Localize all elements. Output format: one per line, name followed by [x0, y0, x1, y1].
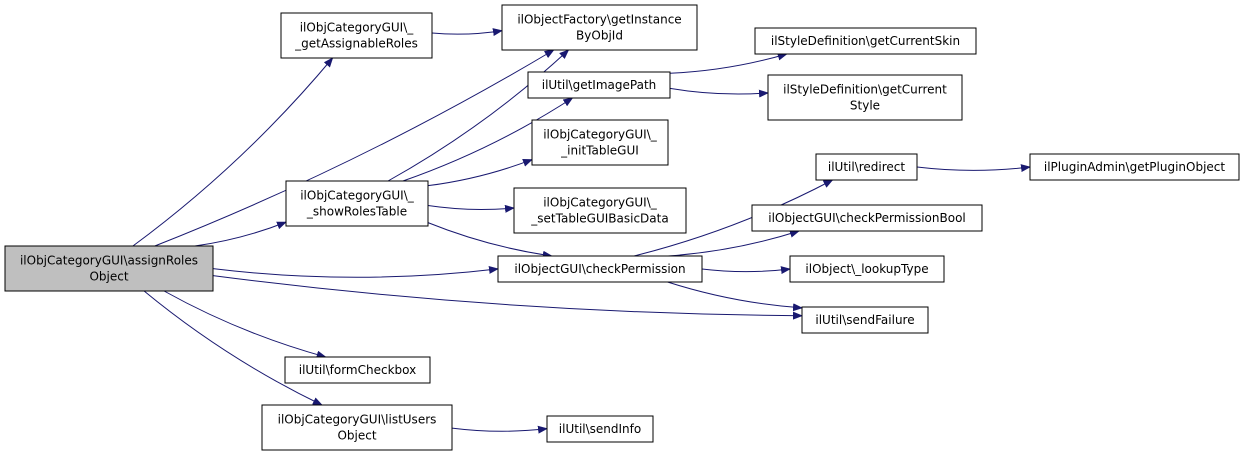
node-box-showRolesTable [285, 180, 429, 227]
node-getImagePath[interactable]: ilUtil\getImagePath [527, 71, 671, 99]
node-label-showRolesTable-line-1: _showRolesTable [306, 205, 407, 219]
node-label-getAssignableRoles-line-1: _getAssignableRoles [294, 37, 418, 51]
edge-checkPermission-to-lookupType [701, 266, 791, 275]
edge-assignRoles-to-listUsersObject [143, 290, 323, 406]
node-sendInfo[interactable]: ilUtil\sendInfo [546, 415, 654, 443]
node-initTableGUI[interactable]: ilObjCategoryGUI\_ _initTableGUI [531, 119, 669, 166]
node-getPluginObject[interactable]: ilPluginAdmin\getPluginObject [1029, 153, 1240, 181]
edge-assignRoles-to-sendFailure [212, 275, 803, 320]
nodes-layer: ilObjCategoryGUI\assignRolesObjectilObjC… [4, 4, 1240, 451]
node-box-formCheckbox [284, 356, 431, 384]
edge-showRolesTable-to-initTableGUI [427, 159, 533, 187]
node-checkPermissionBool[interactable]: ilObjectGUI\checkPermissionBool [751, 204, 983, 232]
node-sendFailure[interactable]: ilUtil\sendFailure [801, 306, 929, 334]
node-label-formCheckbox-line-0: ilUtil\formCheckbox [299, 363, 416, 377]
node-label-checkPermission-line-0: ilObjectGUI\checkPermission [514, 262, 685, 276]
node-label-sendInfo-line-0: ilUtil\sendInfo [559, 422, 641, 436]
node-label-getAssignableRoles-line-0: ilObjCategoryGUI\_ [300, 21, 415, 35]
node-label-initTableGUI-line-1: _initTableGUI [560, 144, 639, 158]
node-formCheckbox[interactable]: ilUtil\formCheckbox [284, 356, 431, 384]
node-label-getCurrentSkin-line-0: ilStyleDefinition\getCurrentSkin [771, 34, 960, 48]
node-label-redirect-line-0: ilUtil\redirect [828, 160, 906, 174]
node-showRolesTable[interactable]: ilObjCategoryGUI\_ _showRolesTable [285, 180, 429, 227]
node-label-initTableGUI-line-0: ilObjCategoryGUI\_ [543, 128, 658, 142]
edge-getImagePath-to-getCurrentSkin [669, 52, 788, 74]
node-lookupType[interactable]: ilObject\_lookupType [789, 255, 945, 283]
node-box-setTableGUIBasicData [513, 187, 687, 234]
node-label-sendFailure-line-0: ilUtil\sendFailure [815, 313, 914, 327]
edge-checkPermission-to-redirect [633, 179, 834, 257]
node-box-getCurrentStyle [767, 74, 963, 121]
node-box-getPluginObject [1029, 153, 1240, 181]
node-label-getPluginObject-line-0: ilPluginAdmin\getPluginObject [1044, 160, 1226, 174]
node-box-getInstanceByObjId [501, 4, 698, 51]
edge-assignRoles-to-showRolesTable [194, 221, 287, 247]
node-box-getAssignableRoles [280, 12, 433, 59]
node-setTableGUIBasicData[interactable]: ilObjCategoryGUI\_ _setTableGUIBasicData [513, 187, 687, 234]
edge-getAssignableRoles-to-getInstanceByObjId [431, 28, 503, 37]
edge-assignRoles-to-getInstanceByObjId [154, 49, 555, 247]
node-label-setTableGUIBasicData-line-0: ilObjCategoryGUI\_ [543, 196, 658, 210]
node-label-lookupType-line-0: ilObject\_lookupType [805, 262, 928, 276]
node-label-showRolesTable-line-0: ilObjCategoryGUI\_ [300, 189, 415, 203]
node-label-listUsersObject-line-0: ilObjCategoryGUI\listUsers [278, 413, 437, 427]
node-box-redirect [815, 153, 918, 181]
edge-assignRoles-to-checkPermission [212, 265, 499, 278]
node-box-getImagePath [527, 71, 671, 99]
edges-layer [132, 28, 1031, 434]
node-box-lookupType [789, 255, 945, 283]
node-box-sendFailure [801, 306, 929, 334]
node-label-assignRoles-line-1: Object [89, 270, 128, 284]
edge-assignRoles-to-getAssignableRoles [132, 57, 334, 247]
edge-listUsersObject-to-sendInfo [451, 425, 548, 434]
node-label-getCurrentStyle-line-1: Style [850, 99, 880, 113]
edge-showRolesTable-to-setTableGUIBasicData [427, 204, 515, 213]
node-box-assignRoles [4, 245, 214, 292]
node-box-sendInfo [546, 415, 654, 443]
edge-checkPermission-to-checkPermissionBool [668, 229, 800, 257]
node-label-setTableGUIBasicData-line-1: _setTableGUIBasicData [530, 212, 668, 226]
edge-checkPermission-to-sendFailure [667, 281, 803, 312]
node-label-getCurrentStyle-line-0: ilStyleDefinition\getCurrent [783, 83, 947, 97]
edge-showRolesTable-to-checkPermission [427, 222, 553, 259]
node-box-getCurrentSkin [754, 27, 977, 55]
node-label-getInstanceByObjId-line-1: ByObjId [576, 29, 623, 43]
node-box-checkPermission [497, 255, 703, 283]
edge-showRolesTable-to-getImagePath [402, 97, 574, 182]
node-box-checkPermissionBool [751, 204, 983, 232]
edge-redirect-to-getPluginObject [916, 164, 1031, 173]
node-label-getImagePath-line-0: ilUtil\getImagePath [542, 78, 657, 92]
node-label-listUsersObject-line-1: Object [337, 429, 376, 443]
edge-showRolesTable-to-getInstanceByObjId [387, 49, 570, 182]
node-getCurrentSkin[interactable]: ilStyleDefinition\getCurrentSkin [754, 27, 977, 55]
node-checkPermission[interactable]: ilObjectGUI\checkPermission [497, 255, 703, 283]
node-box-initTableGUI [531, 119, 669, 166]
edge-getImagePath-to-getCurrentStyle [669, 87, 769, 98]
edge-assignRoles-to-formCheckbox [163, 290, 327, 359]
node-redirect[interactable]: ilUtil\redirect [815, 153, 918, 181]
node-getAssignableRoles[interactable]: ilObjCategoryGUI\_ _getAssignableRoles [280, 12, 433, 59]
node-box-listUsersObject [261, 404, 453, 451]
node-label-assignRoles-line-0: ilObjCategoryGUI\assignRoles [20, 254, 198, 268]
node-label-checkPermissionBool-line-0: ilObjectGUI\checkPermissionBool [768, 211, 966, 225]
node-label-getInstanceByObjId-line-0: ilObjectFactory\getInstance [517, 13, 681, 27]
